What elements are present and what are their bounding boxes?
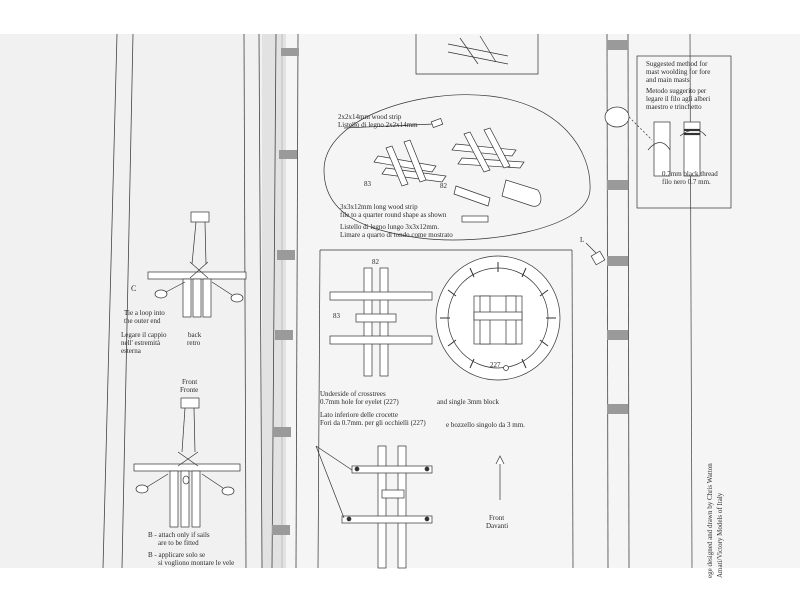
crosstree-assembly-oval [323,94,591,241]
label-c: C [131,284,137,293]
fighting-top-plan [435,255,561,381]
loop-note-en-2: the outer end [124,317,161,325]
long-strip-it-2: Limare a quarto di tondo come mostrato [340,231,453,239]
strip-label-it: Listello di legno 2x2x14mm [338,121,418,129]
back-label-it: retro [187,339,201,347]
loop-note-it-3: esterna [121,347,141,355]
thread-label-it: filo nero 0.7 mm. [662,178,711,186]
mast-method-en-1: Suggested method for [646,60,708,68]
front-arrow-label-en: Front [489,514,505,522]
loop-note-en-1: Tie a loop into [124,309,165,317]
crosstree-plan-panel [317,249,574,569]
ref-82-top: 82 [440,182,447,190]
wood-block [453,185,491,207]
crosstree-right-part [451,127,525,173]
mast-method-it-3: maestro e trinchetto [646,103,702,111]
mast-woolding-inset [604,55,732,209]
front-label-it: Fronte [180,386,199,394]
back-label-en: back [188,331,202,339]
top-crosstree-detail [415,34,539,75]
thread-label-en: 0.7mm black thread [662,170,718,178]
strip-label-en: 2x2x14mm wood strip [338,113,402,121]
ref-83-top: 83 [364,180,371,188]
ref-227: 227 [490,361,501,369]
ref-83-plan: 83 [333,312,340,320]
underside-eyelet: 0.7mm hole for eyelet (227) [320,398,399,406]
sails-note-it-2: si vogliono montare le vele [158,559,235,567]
loop-note-it-2: nell' estremità [121,339,161,347]
callout-l-marker [585,242,606,266]
mast-top-back-diagram [147,211,247,318]
ref-82-plan: 82 [372,258,379,266]
underside-it-block: e bozzello singolo da 3 mm. [446,421,525,429]
long-strip-en-2: file to a quarter round shape as shown [340,211,447,219]
designer-credit-1: ege designed and drawn by Chris Watton [706,463,714,578]
mast-method-en-2: mast woolding for fore [646,68,711,76]
front-label-en: Front [182,378,198,386]
quarter-round-strip [501,179,542,207]
underside-title: Underside of crosstrees [320,390,386,398]
crosstree-left-part [373,139,447,187]
underside-it-title: Lato inferiore delle crocette [320,411,398,419]
sails-note-en-2: are to be fitted [158,539,199,547]
crosstree-top-view [329,267,433,377]
underside-it-holes: Fori da 0.7mm. per gli occhielli (227) [320,419,426,427]
mast-method-it-1: Metodo suggerito per [646,87,707,95]
long-strip-it-1: Listello di legno lungo 3x3x12mm. [340,223,439,231]
mast-method-it-2: legare il filo agli alberi [646,95,711,103]
front-arrow-label-it: Davanti [486,522,509,530]
crosstree-underside-view [315,445,505,569]
left-page-border [102,33,263,569]
label-l: L [580,236,585,244]
underside-block: and single 3mm block [437,398,500,406]
mast-method-en-3: and main masts [646,76,690,84]
long-strip-en-1: 3x3x12mm long wood strip [340,203,418,211]
sails-note-en-1: B - attach only if sails [148,531,210,539]
sails-note-it-1: B - applicare solo se [148,551,206,559]
designer-credit-2: Amati/Victory Models of Italy [716,492,724,578]
loop-note-it-1: Legare il cappio [121,331,167,339]
mast-top-front-diagram [133,397,241,528]
